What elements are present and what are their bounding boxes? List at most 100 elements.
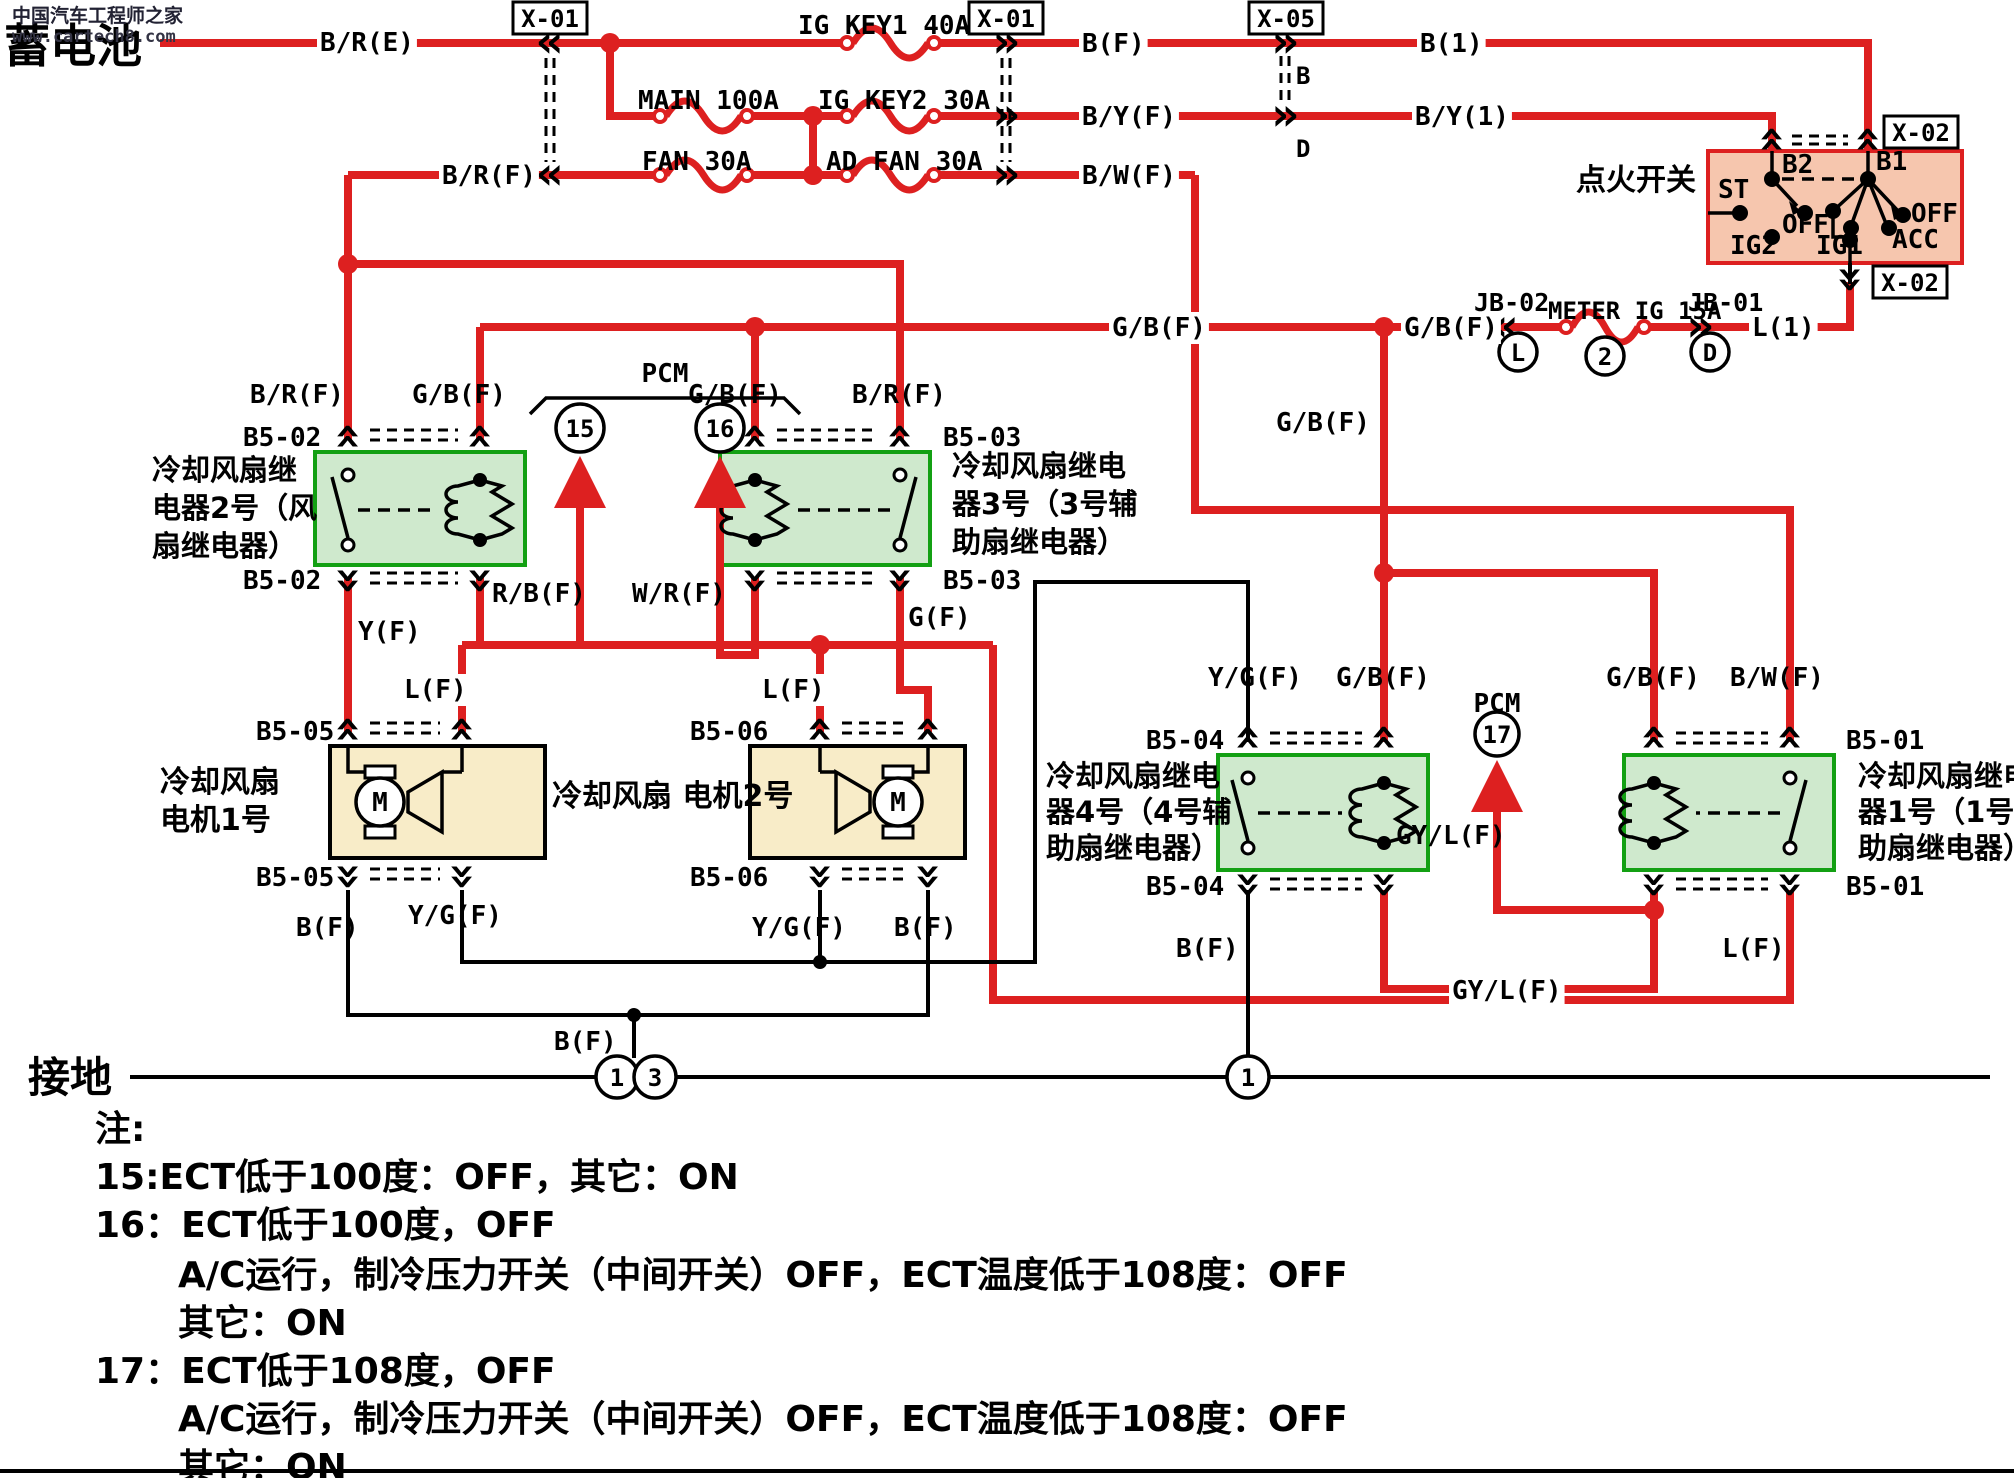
wire-label: 冷却风扇 xyxy=(160,765,280,800)
connector-box-X-01: X-01 xyxy=(511,0,589,36)
fuse-symbol xyxy=(1558,308,1652,346)
motor-internal: M xyxy=(818,746,930,840)
ignition-terminal-label: ACC xyxy=(1892,225,1939,255)
wire-label: G/B(F) xyxy=(1606,663,1700,693)
up-connector-arrow-icon: « xyxy=(1747,126,1801,154)
wire-label: B/R(F) xyxy=(250,380,344,410)
up-connector-arrow-icon: « xyxy=(455,423,509,451)
ignition-terminal-label: ST xyxy=(1718,175,1749,205)
wire-label: B/R(F) xyxy=(852,380,946,410)
wire-label: B/Y(F) xyxy=(1082,102,1176,132)
wire-label: 接地 xyxy=(28,1053,112,1102)
wire-label: B5-05 xyxy=(256,863,334,893)
pcm-bracket xyxy=(528,396,802,416)
right-connector-arrow-icon: » xyxy=(1271,87,1299,141)
wire-label: W/R(F) xyxy=(632,579,726,609)
connector-box-label: X-01 xyxy=(521,5,579,33)
wire-label: B/Y(1) xyxy=(1415,102,1509,132)
connector-box-X-01: X-01 xyxy=(967,0,1045,36)
ignition-terminal-label: B1 xyxy=(1876,147,1907,177)
wire-label: B5-02 xyxy=(243,423,321,453)
wire-label: B5-04 xyxy=(1146,726,1224,756)
wire-label: 蓄电池 xyxy=(4,19,142,73)
ignition-terminal-label: B2 xyxy=(1782,150,1813,180)
wire-label: G(F) xyxy=(908,603,971,633)
down-connector-arrow-icon: » xyxy=(730,566,784,594)
up-connector-arrow-icon: « xyxy=(875,423,929,451)
wire-label: 器4号（4号辅 xyxy=(1045,795,1231,829)
connector-box-label: X-05 xyxy=(1257,5,1315,33)
ignition-terminal-label: IG1 xyxy=(1816,231,1863,261)
terminal-circle-label: 3 xyxy=(648,1064,662,1092)
wire-label: B5-01 xyxy=(1846,726,1924,756)
up-connector-arrow-icon: « xyxy=(1765,724,1819,752)
wire-label: B/R(F) xyxy=(442,161,536,191)
wire-label: 中国汽车工程师之家 xyxy=(12,4,184,27)
up-connector-arrow-icon: « xyxy=(323,716,377,744)
motor-m-symbol: M xyxy=(890,788,906,818)
wire-label: 冷却风扇继 xyxy=(152,453,297,487)
wire-label: B5-05 xyxy=(256,717,334,747)
wire-label: 助扇继电器） xyxy=(1046,831,1220,865)
wire-label: GY/L(F) xyxy=(1396,821,1506,851)
relay-internal xyxy=(1230,770,1420,856)
terminal-circle-label: D xyxy=(1703,339,1717,367)
wire-label: B5-03 xyxy=(943,566,1021,596)
bottom-frame-line xyxy=(0,1469,2014,1473)
connector-box-X-02: X-02 xyxy=(1882,114,1960,150)
wire-label: B/R(E) xyxy=(320,28,414,58)
wire-label: B5-06 xyxy=(690,717,768,747)
wire-label: L(F) xyxy=(762,675,825,705)
wire-label: B5-06 xyxy=(690,863,768,893)
up-connector-arrow-icon: « xyxy=(437,716,491,744)
connector-dashed-lines xyxy=(370,56,1848,891)
up-connector-arrow-icon: « xyxy=(323,423,377,451)
wire-label: B5-01 xyxy=(1846,872,1924,902)
down-connector-arrow-icon: » xyxy=(323,566,377,594)
fuse-symbol xyxy=(839,24,942,62)
wire-label: 助扇继电器） xyxy=(952,525,1126,559)
down-connector-arrow-icon: » xyxy=(1359,870,1413,898)
wire-label: B(1) xyxy=(1420,29,1483,59)
wire-label: AD FAN 30A xyxy=(826,147,983,177)
wire-label: G/B(F) xyxy=(1404,313,1498,343)
labels: B/R(E) B(F) B(1) B/Y(F) B/Y(1) B/W(F) B/R(F) IG… xyxy=(4,4,2014,1102)
wire-label: PCM xyxy=(642,359,689,389)
wire-label: Y/G(F) xyxy=(408,901,502,931)
wire-label: GY/L(F) xyxy=(1452,976,1562,1006)
wire-label: B/W(F) xyxy=(1082,161,1176,191)
wire-label: D xyxy=(1296,135,1310,163)
wire-label: 冷却风扇继电 xyxy=(1046,759,1220,793)
terminal-circle-label: 1 xyxy=(610,1064,624,1092)
motor-internal: M xyxy=(346,746,464,840)
wire-label: B(F) xyxy=(296,913,359,943)
wire-label: IG KEY2 30A xyxy=(818,86,991,116)
wire-label: G/B(F) xyxy=(412,380,506,410)
relay-internal xyxy=(1618,770,1808,856)
connector-box-label: X-02 xyxy=(1892,119,1950,147)
wire-label: L(1) xyxy=(1752,313,1815,343)
down-connector-arrow-icon: » xyxy=(1223,870,1277,898)
wire-label: G/B(F) xyxy=(1336,663,1430,693)
down-connector-arrow-icon: » xyxy=(903,862,957,890)
down-connector-arrow-icon: » xyxy=(323,862,377,890)
connector-box-X-05: X-05 xyxy=(1247,0,1325,36)
up-connector-arrow-icon: « xyxy=(795,716,849,744)
wire-label: Y/G(F) xyxy=(1208,663,1302,693)
wire-label: B(F) xyxy=(894,913,957,943)
relay-internal xyxy=(330,467,516,553)
connector-arrows: ««»»»»»««»«»««»»««»»««»»««»»««»»««»» xyxy=(323,14,1897,898)
wire-label: G/B(F) xyxy=(1112,313,1206,343)
fuse-symbol xyxy=(652,156,755,194)
connector-box-X-02: X-02 xyxy=(1871,264,1949,300)
wire-label: 器3号（3号辅 xyxy=(951,487,1137,521)
wires xyxy=(130,39,1990,1079)
wire-label: 电器2号（风 xyxy=(152,491,317,525)
left-connector-arrow-icon: « xyxy=(536,146,564,200)
wire-label: METER IG 15A xyxy=(1548,297,1722,325)
terminal-circle-label: 17 xyxy=(1483,721,1512,749)
down-connector-arrow-icon: » xyxy=(1629,870,1683,898)
